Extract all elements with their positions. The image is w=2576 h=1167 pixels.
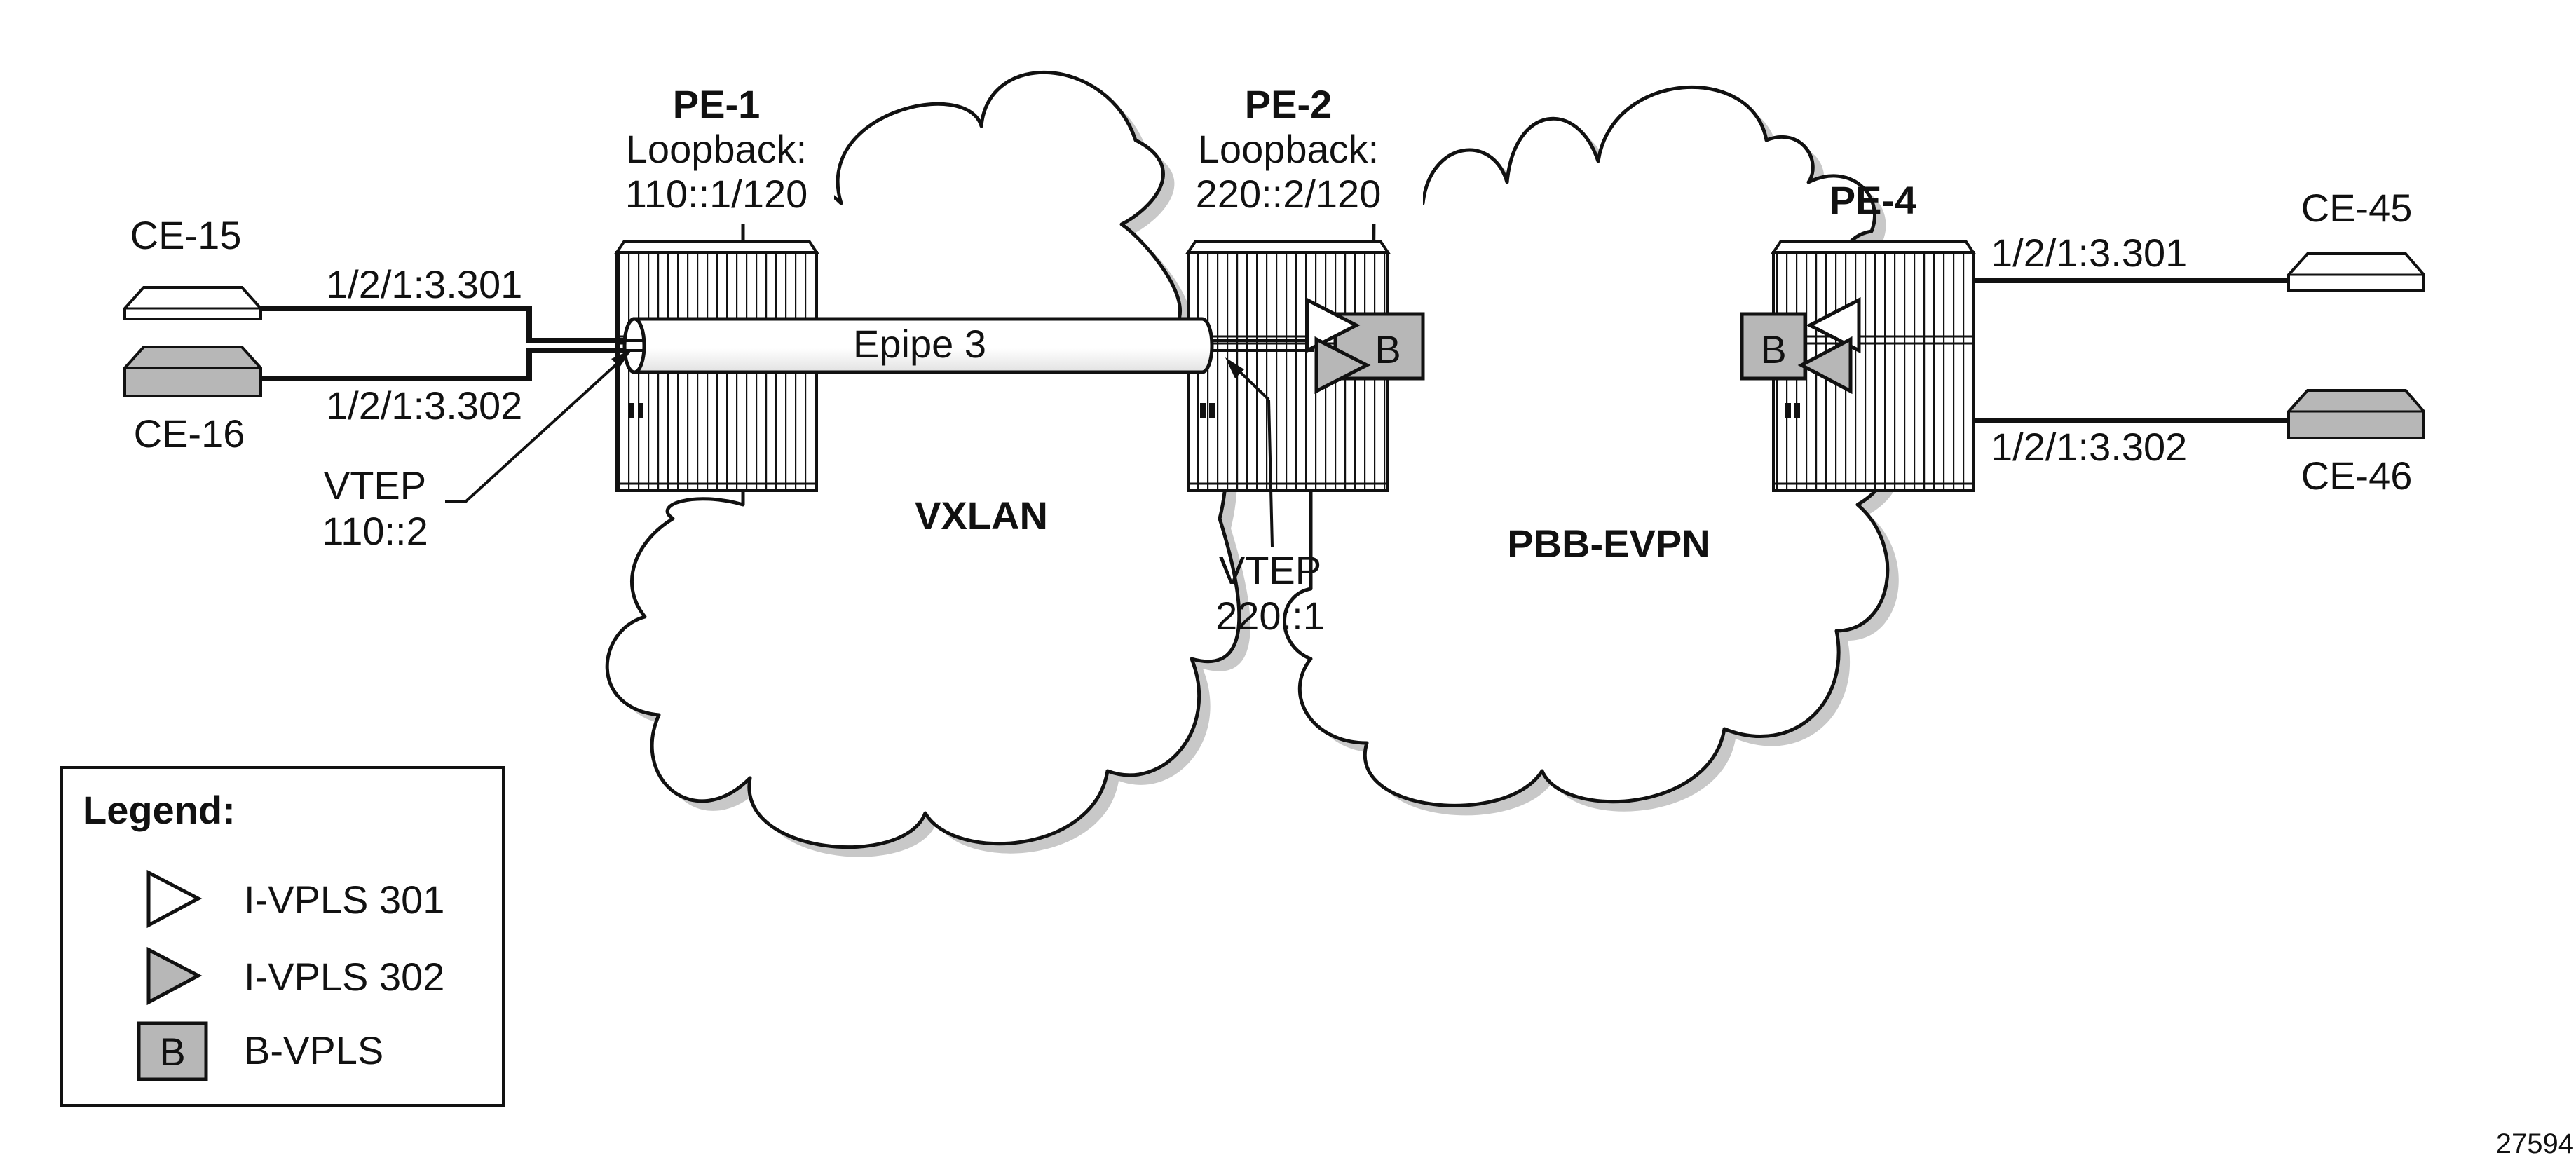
pe4-sap-301-label: 1/2/1:3.301: [1991, 231, 2187, 275]
vtep-left-label: VTEP: [324, 463, 426, 507]
pe1-sap-302-label: 1/2/1:3.302: [326, 383, 522, 428]
pe4-b-vpls-marker: B: [1760, 327, 1786, 371]
pe2-b-vpls-marker: B: [1375, 327, 1401, 371]
pbb-evpn-label: PBB-EVPN: [1507, 521, 1710, 566]
ce16-pe1-link: [259, 348, 634, 381]
legend-title: Legend:: [83, 788, 236, 832]
vxlan-label: VXLAN: [915, 493, 1048, 538]
triangle-white-icon: [146, 869, 203, 929]
epipe-tunnel[interactable]: [622, 317, 1314, 374]
ce45-label: CE-45: [2301, 186, 2413, 230]
b-box-icon: [137, 1021, 208, 1081]
ce46-device[interactable]: [2287, 389, 2425, 439]
pe4-service-markers: [1740, 296, 1861, 395]
ce16-label: CE-16: [134, 411, 245, 456]
ce46-label: CE-46: [2301, 453, 2413, 498]
legend-item-label: I-VPLS 302: [244, 955, 444, 999]
pe1-loopback-address: 110::1/120: [625, 172, 808, 216]
pe2-loopback-label: Loopback:: [1198, 127, 1379, 171]
ce45-device[interactable]: [2287, 252, 2425, 292]
legend-item-label: B-VPLS: [244, 1028, 383, 1072]
pe1-loopback-label: Loopback:: [626, 127, 807, 171]
legend: Legend: I-VPLS 301 I-VPLS 302 B B-VPLS: [60, 766, 505, 1107]
legend-item-label: I-VPLS 301: [244, 878, 444, 922]
pe1-sap-301-label: 1/2/1:3.301: [326, 262, 522, 306]
figure-id: 27594: [2496, 1128, 2574, 1159]
pe4-sap-302-label: 1/2/1:3.302: [1991, 425, 2187, 469]
vtep-right-label: VTEP: [1219, 548, 1321, 592]
ce16-device[interactable]: [123, 346, 262, 397]
pe2-loopback-address: 220::2/120: [1196, 172, 1382, 216]
b-box-letter: B: [159, 1030, 185, 1074]
pe4-name: PE-4: [1829, 178, 1917, 222]
vtep-left-pointer: [445, 349, 632, 503]
pe1-name: PE-1: [673, 82, 761, 126]
pe2-service-markers: [1305, 296, 1425, 395]
vtep-right-address: 220::1: [1215, 594, 1325, 638]
ce15-pe1-link: [259, 306, 634, 343]
pe2-name: PE-2: [1245, 82, 1333, 126]
vtep-right-pointer: [1225, 357, 1274, 547]
vtep-left-address: 110::2: [322, 509, 428, 553]
ce15-device[interactable]: [123, 286, 262, 320]
epipe-label: Epipe 3: [853, 322, 986, 366]
pbb-evpn-cloud: [1283, 85, 1901, 816]
ce15-label: CE-15: [130, 213, 242, 257]
triangle-gray-icon: [146, 946, 203, 1006]
